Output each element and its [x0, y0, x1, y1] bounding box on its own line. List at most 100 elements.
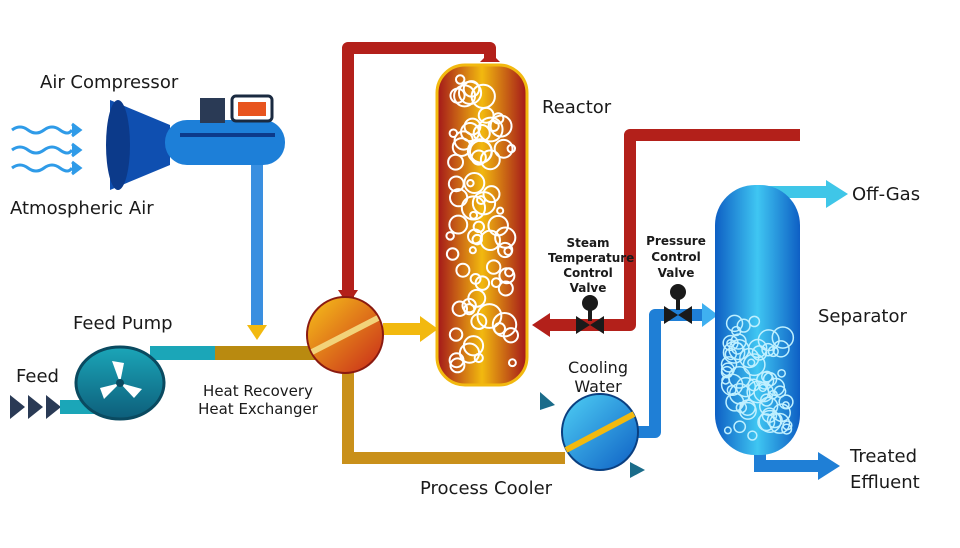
bubble: [758, 383, 768, 393]
bubble: [462, 335, 485, 357]
bubble: [724, 347, 738, 361]
bubble: [454, 74, 466, 85]
feed-pump-label: Feed Pump: [73, 313, 173, 334]
bubble: [494, 226, 517, 249]
bubble: [496, 206, 505, 215]
reactor-label: Reactor: [542, 97, 612, 118]
bubble: [720, 373, 744, 397]
hx-to-reactor-arrow-icon: [420, 316, 438, 342]
steam-arrow-icon: [532, 313, 550, 337]
bubble: [448, 352, 465, 369]
atmospheric-air-label: Atmospheric Air: [10, 198, 154, 219]
process-cooler-icon: [561, 393, 639, 471]
steam-valve-label-line1: Steam: [566, 236, 610, 250]
off-gas-label: Off-Gas: [852, 184, 921, 205]
bubble: [448, 327, 464, 342]
air-pipe: [251, 165, 263, 325]
bubble: [463, 117, 482, 136]
bubble: [733, 420, 747, 434]
bubble: [766, 412, 783, 429]
bubble: [773, 385, 787, 398]
bubble: [768, 412, 791, 434]
bubble: [777, 368, 786, 378]
bubble: [467, 228, 483, 245]
bubble: [445, 231, 455, 241]
separator-inlet-arrow-icon: [702, 303, 718, 327]
pressure-valve-label-line3: Valve: [657, 266, 695, 280]
bubble: [757, 413, 776, 432]
bubble: [781, 423, 793, 435]
bubble: [455, 262, 471, 278]
air-waves-icon: [11, 122, 83, 176]
bubble: [758, 409, 782, 433]
bubble: [482, 185, 501, 204]
bubble: [476, 303, 503, 329]
air-compressor-icon: [106, 94, 285, 190]
bubble: [448, 214, 469, 235]
effluent-arrow-icon: [818, 452, 840, 480]
bubble: [474, 275, 491, 291]
bubble: [726, 338, 735, 348]
reactor-top-arrow-icon: [480, 52, 500, 62]
bubble: [445, 247, 460, 261]
bubble: [472, 220, 486, 234]
treated-effluent-label: Treated Effluent: [850, 444, 920, 496]
steam-valve-label-line3: Control: [563, 266, 613, 280]
process-to-cooler-pipe: [342, 370, 565, 464]
bubble: [768, 389, 778, 400]
bubble: [507, 358, 517, 368]
bubble: [498, 267, 516, 285]
heat-exchanger-label-line1: Heat Recovery: [203, 382, 313, 400]
bubble: [738, 401, 757, 420]
bubble: [466, 178, 475, 188]
treated-effluent-label-line2: Effluent: [850, 472, 920, 493]
bubble: [736, 318, 751, 333]
process-cooler-label: Process Cooler: [420, 478, 553, 499]
bubble: [470, 313, 488, 330]
pump-outlet-pipe: [150, 346, 215, 360]
bubble: [493, 138, 514, 159]
bubble: [497, 241, 514, 259]
bubble: [747, 430, 758, 441]
bubble: [467, 288, 487, 308]
steam-valve-icon[interactable]: [576, 295, 604, 334]
air-compressor-label: Air Compressor: [40, 72, 179, 93]
bubble: [469, 210, 479, 220]
bubble: [735, 401, 748, 414]
bubble: [487, 214, 509, 237]
bubble: [767, 345, 779, 358]
bubble: [470, 83, 496, 110]
pressure-valve-icon[interactable]: [664, 284, 692, 324]
hx-to-reactor-pipe: [383, 323, 423, 335]
heat-exchanger-icon: [306, 296, 384, 374]
bubble: [447, 175, 465, 193]
bubble: [759, 393, 774, 407]
bubble: [497, 280, 514, 297]
feed-arrows-icon: [10, 395, 61, 419]
bubble: [723, 426, 732, 435]
pressure-valve-label-line1: Pressure: [646, 234, 706, 248]
bubble: [463, 303, 476, 316]
bubble: [726, 384, 737, 396]
separator-vessel: [715, 185, 800, 455]
bubble: [725, 314, 744, 333]
bubble: [748, 315, 761, 328]
steam-valve-label-line4: Valve: [569, 281, 607, 295]
bubble: [747, 378, 761, 392]
bubble: [771, 326, 795, 349]
air-arrow-icon: [247, 325, 267, 340]
cooling-water-label-line1: Cooling: [568, 358, 628, 377]
bubble: [468, 246, 477, 255]
bubble: [451, 300, 469, 317]
cooling-water-label: Cooling Water: [560, 358, 636, 396]
treated-effluent-label-line1: Treated: [850, 446, 918, 467]
heat-exchanger-label-line2: Heat Exchanger: [198, 400, 318, 418]
steam-valve-label: Steam Temperature Control Valve: [548, 236, 634, 296]
feed-label: Feed: [16, 366, 59, 387]
bubble: [735, 377, 757, 398]
cooling-water-arrows-icon: [540, 392, 645, 478]
feed-pump-icon: [74, 345, 166, 421]
off-gas-arrow-icon: [826, 180, 848, 208]
bubble: [747, 358, 756, 367]
